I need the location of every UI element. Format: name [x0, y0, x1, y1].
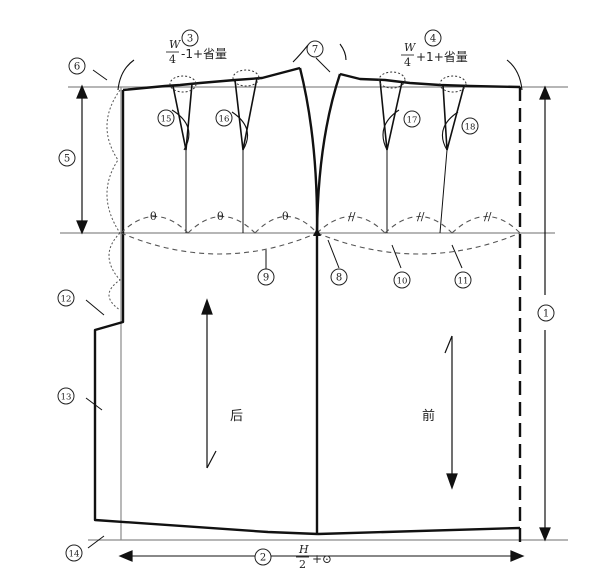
callout-circle-10 — [393, 271, 411, 289]
theta-mark-3: θ — [282, 210, 289, 223]
callout-number-3: 3 — [187, 34, 193, 45]
slash-mark-1: // — [348, 210, 356, 223]
svg-text:4: 4 — [404, 56, 411, 69]
callout-circle-5 — [58, 149, 76, 167]
slash-mark-2: // — [417, 210, 425, 223]
callout-number-2: 2 — [260, 553, 266, 564]
callout-number-9: 9 — [263, 273, 269, 284]
back-dart-1 — [172, 83, 193, 151]
callout-number-10: 10 — [397, 277, 408, 287]
callout-number-15: 15 — [161, 115, 172, 125]
svg-text:+⊙: +⊙ — [312, 552, 332, 566]
callout-circle-13 — [57, 387, 75, 405]
callout-circle-8 — [330, 268, 348, 286]
svg-text:W: W — [404, 41, 417, 54]
front-waist-formula: W 4 +1+省量 — [401, 41, 468, 69]
svg-text:-1+省量: -1+省量 — [181, 47, 227, 61]
callout-number-6: 6 — [74, 62, 80, 73]
pattern-outline — [93, 66, 521, 536]
callout-circle-7 — [306, 40, 324, 58]
callout-circle-3 — [181, 29, 199, 47]
back-panel-label: 后 — [230, 409, 243, 424]
svg-text:2: 2 — [299, 558, 306, 571]
callout-circle-6 — [68, 57, 86, 75]
callout-number-14: 14 — [69, 550, 80, 560]
callout-circle-2 — [254, 548, 272, 566]
callout-circle-15 — [157, 109, 175, 127]
theta-mark-1: θ — [150, 210, 157, 223]
dart-top-dotted-rings — [169, 69, 467, 93]
hip-division-arcs — [120, 215, 521, 255]
callout-number-12: 12 — [61, 295, 72, 305]
back-side-curve — [298, 67, 319, 234]
svg-text:W: W — [169, 38, 182, 51]
equal-marks: θ θ θ // // // — [150, 210, 492, 223]
slash-mark-3: // — [484, 210, 492, 223]
back-dart-2 — [234, 77, 258, 151]
callout-number-11: 11 — [458, 277, 469, 287]
callout-circle-9 — [257, 268, 275, 286]
callout-number-17: 17 — [407, 116, 418, 126]
front-side-curve — [315, 73, 342, 234]
front-dart-2 — [442, 84, 465, 151]
callout-number-4: 4 — [430, 34, 436, 45]
front-waist-line — [339, 72, 521, 89]
svg-text:4: 4 — [169, 53, 176, 66]
theta-mark-2: θ — [217, 210, 224, 223]
callout-number-5: 5 — [64, 154, 70, 165]
callout-circle-1 — [537, 304, 555, 322]
callout-number-18: 18 — [465, 123, 476, 133]
callout-number-7: 7 — [312, 45, 318, 56]
front-dart-2-ext — [439, 149, 448, 234]
callout-circle-11 — [454, 271, 472, 289]
dimension-arrows — [76, 84, 551, 562]
callout-circle-16 — [215, 109, 233, 127]
back-waist-line — [122, 66, 301, 92]
construction-arcs — [117, 43, 523, 151]
back-waist-formula: W 4 -1+省量 — [166, 38, 227, 66]
svg-text:H: H — [298, 543, 309, 556]
callout-circle-18 — [461, 117, 479, 135]
left-dotted-scallops — [106, 89, 121, 311]
leader-lines — [85, 57, 463, 549]
front-panel-label: 前 — [422, 408, 435, 424]
hip-point-marker — [313, 228, 321, 236]
callout-number-13: 13 — [61, 393, 72, 403]
callout-circle-12 — [57, 289, 75, 307]
callout-number-16: 16 — [219, 115, 230, 125]
callout-circle-17 — [403, 110, 421, 128]
callout-circle-14 — [65, 544, 83, 562]
callout-circle-4 — [424, 29, 442, 47]
svg-text:+1+省量: +1+省量 — [416, 50, 468, 64]
callout-number-1: 1 — [543, 309, 549, 320]
callout-number-8: 8 — [336, 273, 342, 284]
back-side-seam — [93, 90, 319, 536]
front-hem-line — [317, 526, 521, 536]
hip-width-formula: H 2 +⊙ — [296, 543, 332, 571]
